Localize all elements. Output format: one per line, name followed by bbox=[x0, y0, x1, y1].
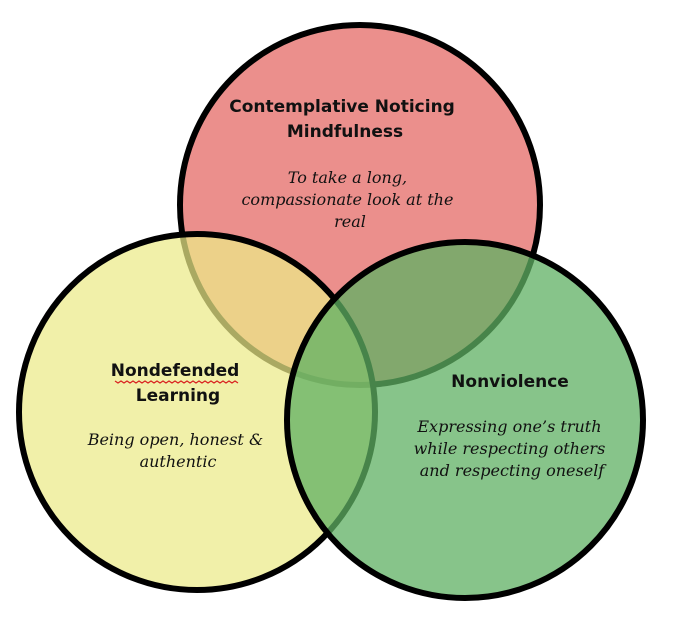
mindfulness-title-line: Mindfulness bbox=[287, 122, 403, 142]
spellcheck-underline bbox=[114, 380, 239, 384]
nonviolence-title-line: Nonviolence bbox=[451, 372, 569, 392]
nonviolence-title: Nonviolence bbox=[451, 372, 569, 392]
mindfulness-title-line: Contemplative Noticing bbox=[229, 97, 455, 117]
nonviolence-description: Expressing one’s truth while respecting … bbox=[414, 417, 611, 480]
nondefended-description-line: authentic bbox=[140, 452, 217, 471]
nondefended-title-line: Nondefended bbox=[111, 361, 240, 381]
mindfulness-description-line: real bbox=[334, 212, 366, 231]
nondefended-title-line: Learning bbox=[136, 386, 220, 406]
nonviolence-description-line: Expressing one’s truth bbox=[416, 417, 601, 436]
nonviolence-description-line: while respecting others bbox=[414, 439, 606, 458]
nondefended-learning-title: Nondefended Learning bbox=[111, 361, 246, 406]
nonviolence-circle bbox=[284, 239, 646, 601]
mindfulness-description: To take a long, compassionate look at th… bbox=[241, 168, 458, 231]
mindfulness-description-line: compassionate look at the bbox=[241, 190, 453, 209]
nondefended-learning-description: Being open, honest & authentic bbox=[87, 430, 269, 471]
nonviolence-description-line: and respecting oneself bbox=[420, 461, 608, 480]
nondefended-description-line: Being open, honest & bbox=[87, 430, 263, 449]
mindfulness-title: Contemplative Noticing Mindfulness bbox=[229, 97, 461, 142]
mindfulness-description-line: To take a long, bbox=[288, 168, 407, 187]
